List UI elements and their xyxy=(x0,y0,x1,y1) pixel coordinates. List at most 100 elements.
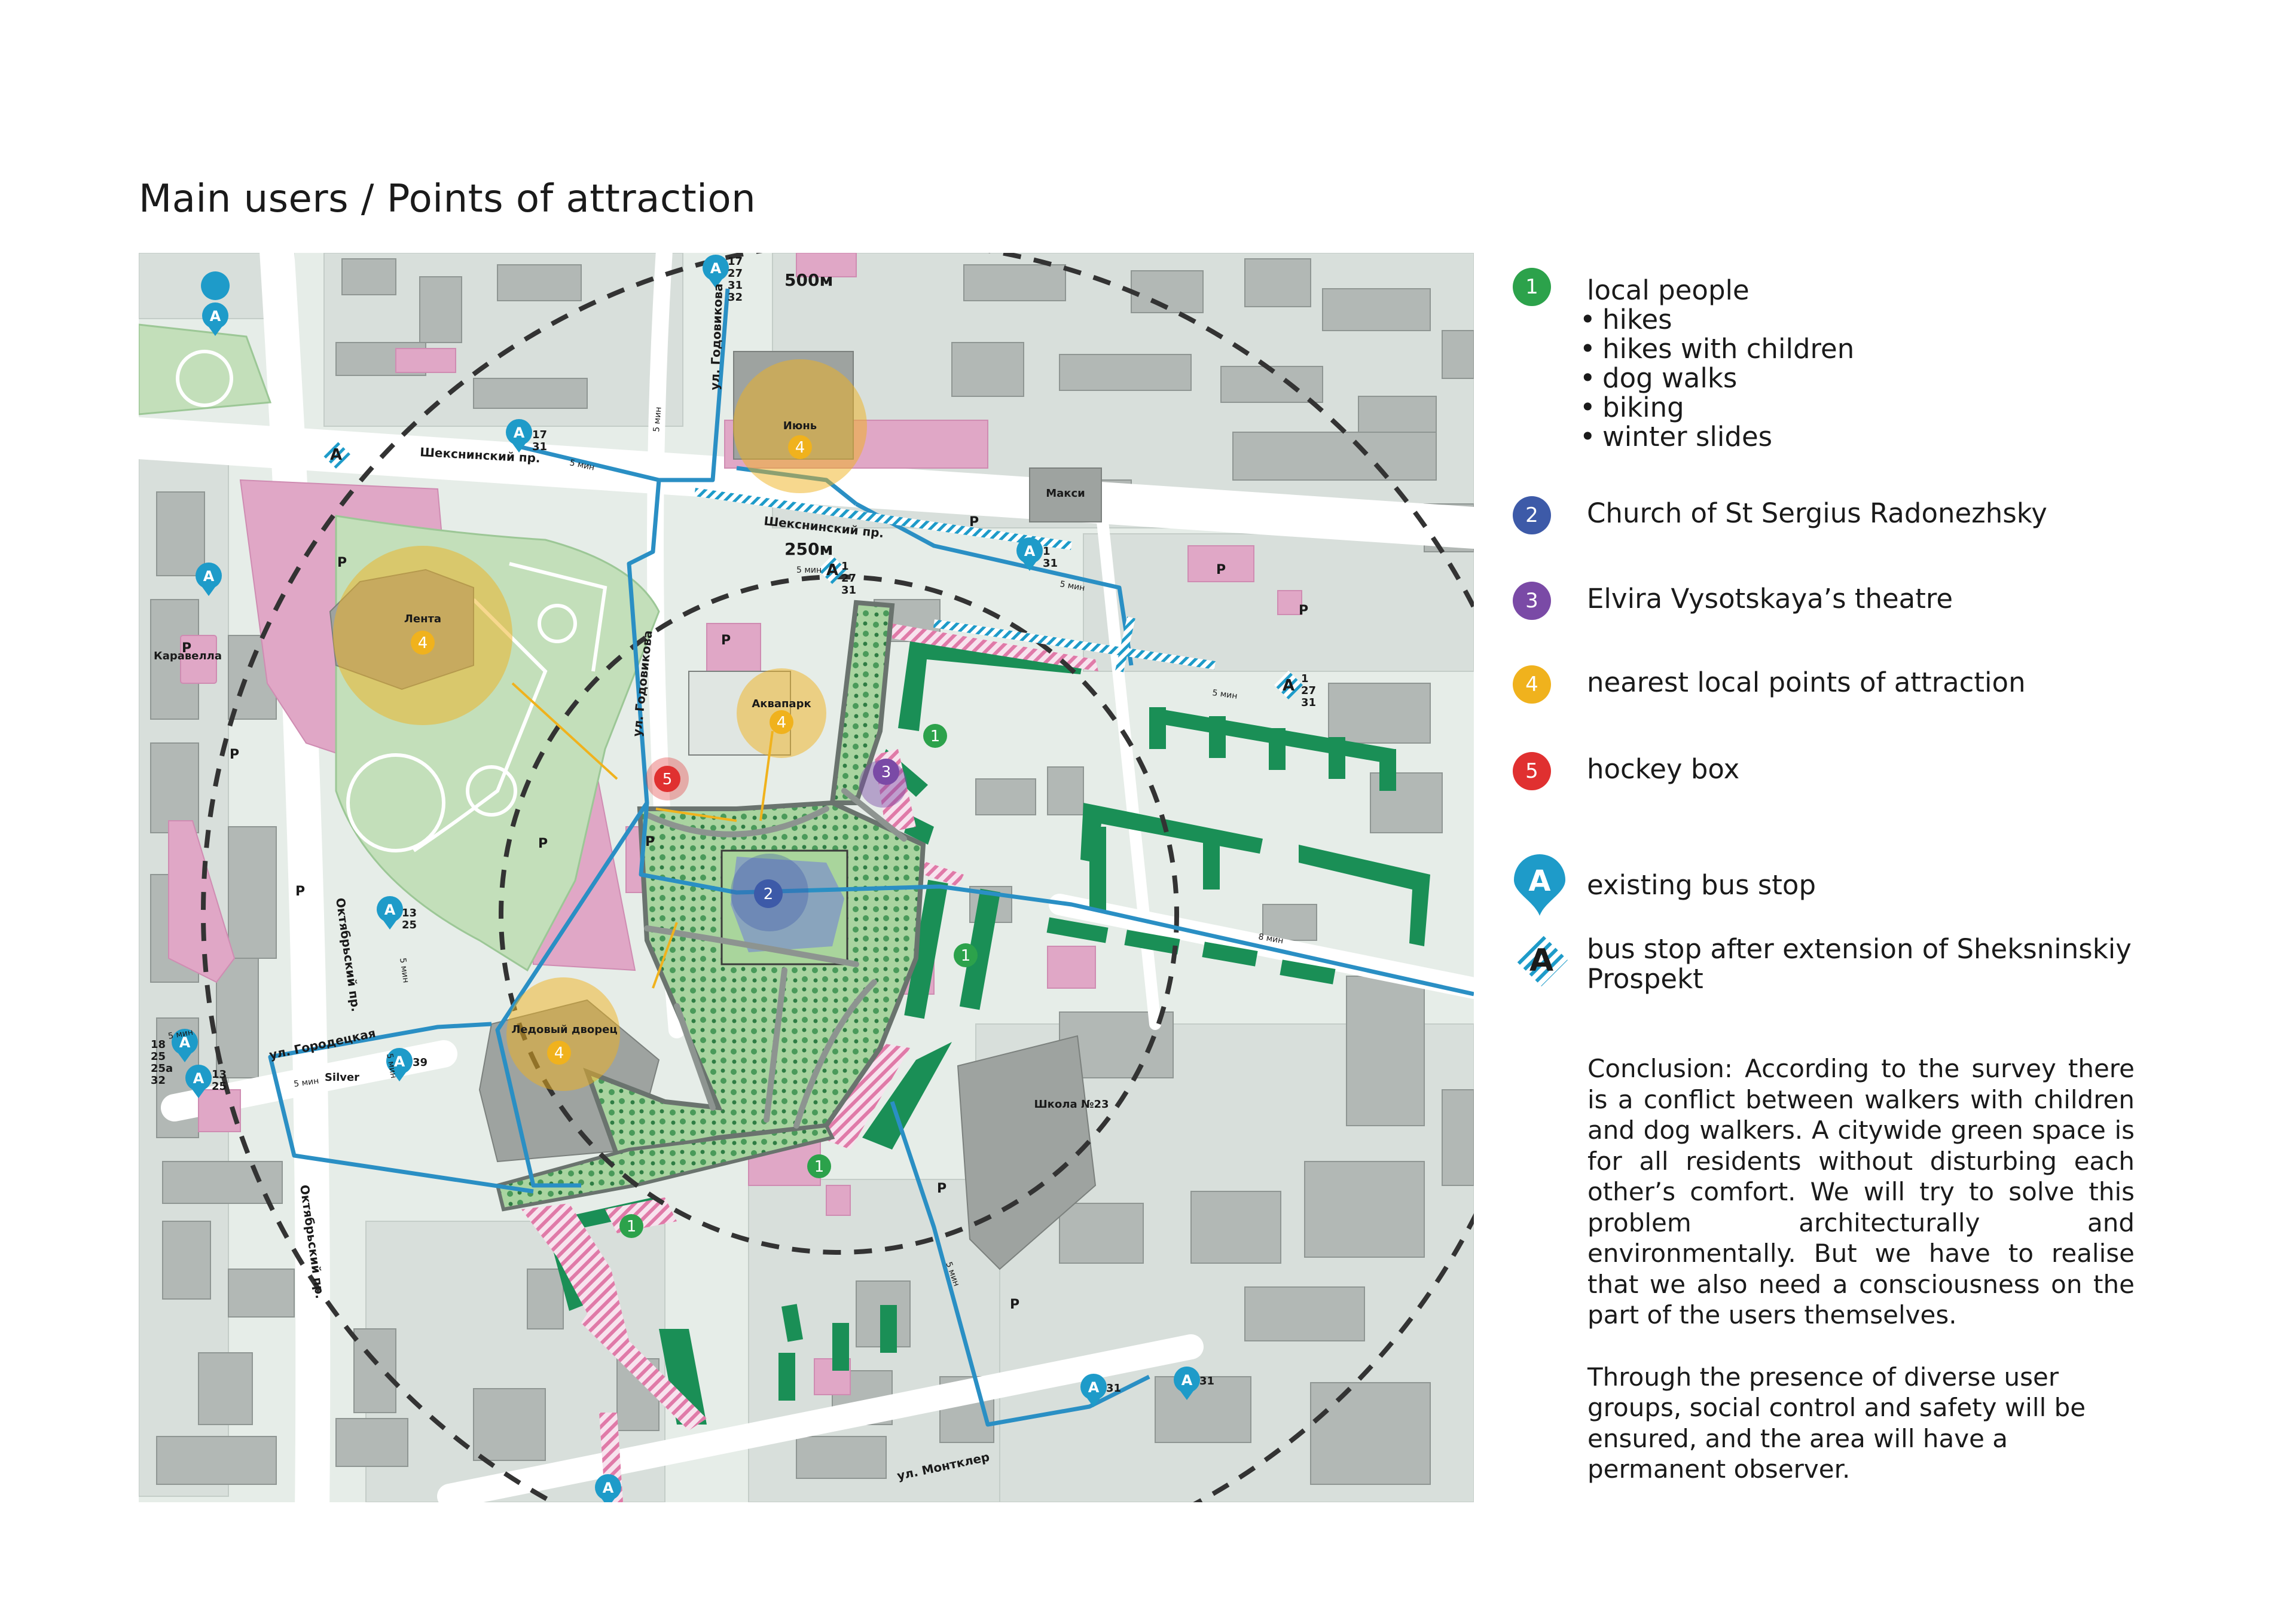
svg-text:5 мин: 5 мин xyxy=(796,566,822,575)
marker-church[interactable]: 2 xyxy=(754,879,783,908)
hockey-marker-icon: 5 xyxy=(1513,752,1551,790)
bus-stop-pin-icon[interactable]: A xyxy=(595,1474,621,1502)
svg-text:A: A xyxy=(210,308,221,325)
bus-stop-pin-icon[interactable]: A xyxy=(386,1048,413,1081)
marker-local-4[interactable]: 1 xyxy=(619,1214,643,1238)
svg-text:A: A xyxy=(203,568,215,585)
svg-text:Июнь: Июнь xyxy=(783,420,817,432)
marker-akvapark[interactable]: 4 xyxy=(770,710,793,734)
church-marker-icon: 2 xyxy=(1513,496,1551,534)
site-strip-south xyxy=(495,1123,835,1212)
svg-text:5 мин: 5 мин xyxy=(398,957,411,983)
svg-text:A: A xyxy=(514,424,525,441)
conclusion-paragraph-2: Through the presence of diverse user gro… xyxy=(1587,1362,2086,1484)
marker-local-3[interactable]: 1 xyxy=(807,1154,831,1178)
svg-text:31: 31 xyxy=(1043,557,1058,570)
hatched-bus-stop-icon: A xyxy=(1515,934,1568,986)
marker-ice-palace[interactable]: 4 xyxy=(547,1041,571,1065)
marker-local-1[interactable]: 1 xyxy=(923,724,947,748)
svg-text:4: 4 xyxy=(418,634,428,652)
svg-text:17: 17 xyxy=(728,255,743,268)
bus-stop-pin-icon[interactable]: A xyxy=(1016,537,1043,571)
legend-local-people-label: local people xyxy=(1587,274,1750,306)
svg-text:25: 25 xyxy=(212,1080,227,1093)
marker-local-2[interactable]: 1 xyxy=(954,943,978,967)
svg-text:A: A xyxy=(710,260,722,277)
svg-text:A: A xyxy=(1529,943,1553,979)
legend-church-label: Church of St Sergius Radonezhsky xyxy=(1587,497,2047,529)
svg-text:5 мин: 5 мин xyxy=(293,1076,319,1089)
svg-text:Лента: Лента xyxy=(404,613,441,625)
svg-text:P: P xyxy=(645,835,655,849)
svg-text:P: P xyxy=(1299,603,1308,618)
svg-text:31: 31 xyxy=(841,584,856,597)
svg-text:P: P xyxy=(230,747,239,762)
svg-text:18: 18 xyxy=(151,1038,166,1051)
marker-iyun[interactable]: 4 xyxy=(788,435,812,459)
svg-text:25: 25 xyxy=(402,919,417,931)
theatre-marker-icon: 3 xyxy=(1513,582,1551,620)
bus-stop-pin-icon[interactable]: A xyxy=(196,563,222,596)
radius-labels: 500м 250м xyxy=(784,270,833,559)
svg-text:Каравелла: Каравелла xyxy=(154,650,222,662)
bus-stop-pin-icon[interactable]: A xyxy=(377,896,403,930)
svg-text:31: 31 xyxy=(1301,696,1316,709)
hatched-bus-stop-icon[interactable]: A xyxy=(1274,671,1303,699)
svg-text:5 мин: 5 мин xyxy=(1059,579,1085,593)
svg-text:A: A xyxy=(1528,864,1550,898)
church-building[interactable] xyxy=(731,857,844,952)
bus-stop-pin-icon[interactable]: A xyxy=(703,255,729,288)
future-bus-stop-pins[interactable]: A A A xyxy=(322,440,1303,699)
hatched-bus-stop-icon[interactable]: A xyxy=(322,440,350,469)
svg-text:1: 1 xyxy=(930,728,941,745)
svg-text:5 мин: 5 мин xyxy=(167,1028,194,1041)
svg-text:1: 1 xyxy=(1301,673,1309,685)
marker-lenta[interactable]: 4 xyxy=(411,631,435,655)
hatched-paths xyxy=(521,623,1098,1502)
svg-text:4: 4 xyxy=(795,439,805,457)
legend-future-bus-stop-line1: bus stop after extension of Sheksninskiy xyxy=(1587,933,2132,965)
hatched-bus-stop-icon[interactable]: A xyxy=(818,555,847,584)
activity-list: hikes hikes with children dog walks biki… xyxy=(1602,305,1854,451)
svg-text:1: 1 xyxy=(627,1218,637,1236)
marker-hockey[interactable]: 5 xyxy=(654,766,680,792)
svg-text:500м: 500м xyxy=(784,270,833,290)
activity-item: hikes xyxy=(1602,305,1854,334)
bus-stop-pin-icon[interactable]: A xyxy=(1174,1367,1200,1400)
svg-text:17: 17 xyxy=(532,429,547,441)
bus-stop-pin-icon[interactable]: A xyxy=(201,271,230,336)
svg-text:P: P xyxy=(969,515,979,530)
bus-stop-pin-icon[interactable]: A xyxy=(185,1065,212,1098)
marker-theatre[interactable]: 3 xyxy=(873,759,899,785)
svg-text:1: 1 xyxy=(961,947,971,965)
svg-text:4: 4 xyxy=(554,1044,564,1062)
svg-text:A: A xyxy=(603,1480,614,1496)
site-strip-north[interactable] xyxy=(829,600,895,805)
small-square xyxy=(139,323,272,415)
halo-ice-palace[interactable] xyxy=(506,977,620,1091)
svg-text:3: 3 xyxy=(881,763,891,781)
svg-text:P: P xyxy=(538,836,548,851)
svg-text:A: A xyxy=(384,901,396,918)
svg-text:25а: 25а xyxy=(151,1062,173,1075)
bus-stop-pins[interactable]: A A A A A A A A A A A A xyxy=(172,255,1200,1502)
svg-text:1: 1 xyxy=(814,1158,825,1176)
activity-item: winter slides xyxy=(1602,422,1854,451)
legend-theatre-label: Elvira Vysotskaya’s theatre xyxy=(1587,583,1953,615)
map-markers[interactable]: 4 4 4 4 5 2 3 1 1 1 1 xyxy=(411,435,978,1238)
conclusion-paragraph: Conclusion: According to the survey ther… xyxy=(1587,1054,2135,1329)
bus-stop-pin-icon[interactable]: A xyxy=(1080,1374,1107,1407)
bus-stop-pin-icon[interactable]: A xyxy=(506,419,532,453)
site-map[interactable]: 4 4 4 4 5 2 3 1 1 1 1 A A A A A A A A A … xyxy=(139,253,1474,1502)
svg-text:4: 4 xyxy=(777,714,787,732)
svg-text:A: A xyxy=(826,561,838,579)
legend-future-bus-stop-line2: Prospekt xyxy=(1587,963,1703,995)
halo-iyun[interactable] xyxy=(733,359,867,493)
svg-text:A: A xyxy=(1283,677,1294,695)
svg-text:5 мин: 5 мин xyxy=(1211,688,1238,701)
svg-text:250м: 250м xyxy=(784,539,833,559)
svg-text:31: 31 xyxy=(532,441,547,453)
page-title: Main users / Points of attraction xyxy=(139,177,756,221)
legend-attraction-label: nearest local points of attraction xyxy=(1587,667,2026,698)
bus-stop-pin-icon[interactable]: A xyxy=(172,1029,198,1062)
